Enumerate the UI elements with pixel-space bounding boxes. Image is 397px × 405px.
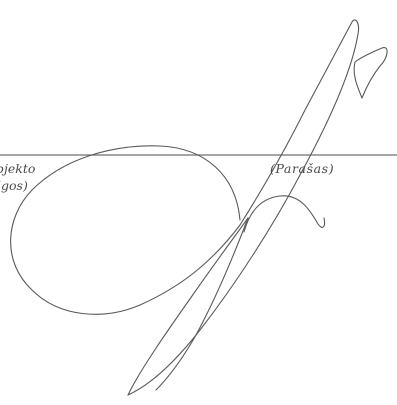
left-caption-line-1: bjekto: [0, 163, 35, 176]
left-caption-line-2: igos): [0, 180, 28, 193]
signature-caption: (Parašas): [270, 163, 334, 176]
handwritten-signature: [11, 20, 387, 395]
